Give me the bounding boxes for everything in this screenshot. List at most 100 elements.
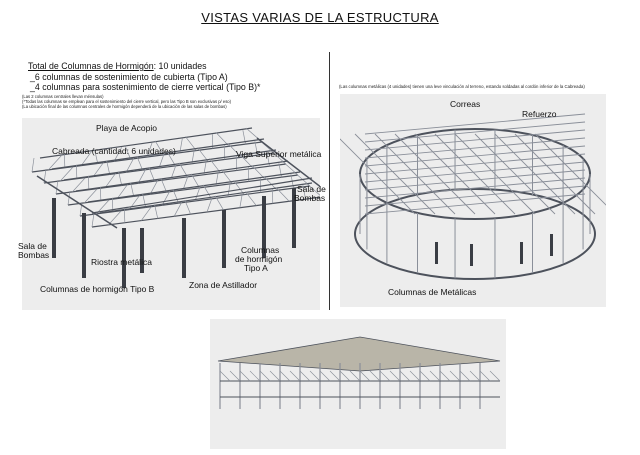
label-cabreada: Cabreada (cantidad: 6 unidades): [52, 146, 176, 156]
truss-diagonal: [146, 142, 153, 158]
truss-diagonal: [245, 191, 257, 206]
type-b-line: _4 columnas para sostenimiento de cierre…: [30, 82, 261, 92]
concrete-column: [122, 228, 126, 288]
elevation-diagonal: [349, 370, 361, 382]
truss-diagonal: [136, 156, 143, 171]
truss-diagonal: [117, 184, 128, 199]
truss-diagonal: [137, 169, 147, 184]
roof-purlin: [474, 133, 556, 215]
type-a-line: _6 columnas de sostenimiento de cubierta…: [30, 72, 228, 82]
roof-purlin: [434, 133, 516, 215]
truss-diagonal: [305, 182, 320, 196]
elevation-diagonal: [479, 370, 491, 382]
roof-purlin: [394, 133, 476, 215]
concrete-column: [182, 218, 186, 278]
label-sala-right-1: Sala de: [297, 184, 326, 194]
truss-diagonal: [113, 147, 123, 162]
truss-diagonal: [141, 206, 152, 221]
concrete-column: [52, 198, 56, 258]
elevation-diagonal: [249, 370, 261, 382]
truss-diagonal: [172, 189, 179, 204]
roof-rafter: [364, 129, 586, 151]
label-columnas-a-3: Tipo A: [244, 263, 268, 273]
right-view-note: (Las columnas metálicas (4 unidades) tie…: [339, 84, 585, 89]
truss-diagonal: [105, 173, 116, 188]
truss-diagonal: [125, 158, 135, 173]
note-1: (Las 2 columnas centrales llevan ménsula…: [22, 94, 104, 99]
truss-diagonal: [93, 162, 104, 177]
label-columnas-a-1: Columnas: [241, 245, 280, 255]
truss-diagonal: [154, 204, 159, 219]
roof-purlin: [374, 133, 456, 215]
label-columnas-a-2: de hormigón: [235, 254, 283, 264]
elevation-diagonal: [389, 370, 401, 382]
truss-diagonal: [148, 167, 155, 182]
page-title: VISTAS VARIAS DE LA ESTRUCTURA: [201, 10, 439, 25]
truss-diagonal: [149, 180, 159, 195]
elevation-diagonal: [459, 370, 471, 382]
elevation-diagonal: [429, 370, 441, 382]
roof-rafter: [364, 121, 586, 143]
longitudinal-beam: [36, 175, 118, 229]
note-2: (*Todas las columnas se emplean para el …: [22, 99, 232, 104]
left-view-heading: Playa de Acopio: [96, 123, 157, 133]
riostra-beam: [91, 177, 313, 214]
truss-diagonal: [124, 145, 131, 160]
elevation-diagonal: [279, 370, 291, 382]
roof-rafter: [364, 161, 586, 183]
elevation-diagonal: [219, 370, 231, 382]
roof-rafter: [364, 193, 586, 215]
total-columns-value: : 10 unidades: [153, 61, 207, 71]
left-structure-drawing: [31, 127, 320, 288]
truss-diagonal: [166, 151, 176, 167]
truss-diagonal: [55, 179, 59, 195]
truss-diagonal: [182, 175, 189, 191]
roof-ring-bottom: [354, 188, 596, 280]
vertical-divider: [329, 52, 330, 310]
roof-purlin: [534, 133, 606, 206]
roof-surface: [217, 336, 501, 372]
elevation-diagonal: [319, 370, 331, 382]
longitudinal-beam: [256, 137, 320, 188]
elevation-diagonal: [269, 370, 281, 382]
elevation-diagonal: [299, 370, 311, 382]
truss-diagonal: [158, 153, 165, 169]
label-sala-left-1: Sala de: [18, 241, 47, 251]
elevation-diagonal: [409, 370, 421, 382]
truss-diagonal: [160, 178, 167, 193]
truss-diagonal: [67, 190, 71, 206]
concrete-column: [82, 213, 86, 278]
roof-rafter: [364, 113, 586, 135]
truss-diagonal: [108, 210, 122, 226]
truss-diagonal: [75, 164, 78, 179]
label-zona-astillador: Zona de Astillador: [189, 280, 258, 290]
truss-diagonal: [239, 193, 243, 208]
truss-diagonal: [63, 153, 66, 168]
elevation-diagonal: [339, 370, 351, 382]
truss-diagonal: [123, 208, 126, 223]
truss-diagonal: [31, 157, 35, 173]
left-view-panel: [22, 118, 320, 310]
truss-diagonal: [91, 212, 95, 228]
truss-diagonal: [87, 175, 90, 190]
truss-diagonal: [161, 191, 171, 206]
elevation-diagonal: [229, 370, 241, 382]
truss-diagonal: [81, 151, 92, 166]
label-riostra: Riostra metálica: [91, 257, 152, 267]
label-viga-superior: Viga Superior metálica: [236, 149, 322, 159]
elevation-diagonal: [439, 370, 451, 382]
concrete-column: [140, 228, 144, 273]
bottom-structure-drawing: [217, 336, 501, 409]
roof-rafter: [364, 185, 586, 207]
truss-diagonal: [178, 162, 188, 178]
elevation-diagonal: [359, 370, 371, 382]
truss-diagonal: [118, 171, 123, 186]
truss-diagonal: [184, 200, 191, 215]
truss-diagonal: [206, 197, 213, 213]
label-sala-right-2: Bombas: [294, 193, 326, 203]
elevation-diagonal: [289, 370, 301, 382]
elevation-diagonal: [309, 370, 321, 382]
truss-diagonal: [194, 186, 201, 202]
truss-diagonal: [202, 184, 212, 200]
label-columnas-metalicas: Columnas de Metálicas: [388, 287, 477, 297]
